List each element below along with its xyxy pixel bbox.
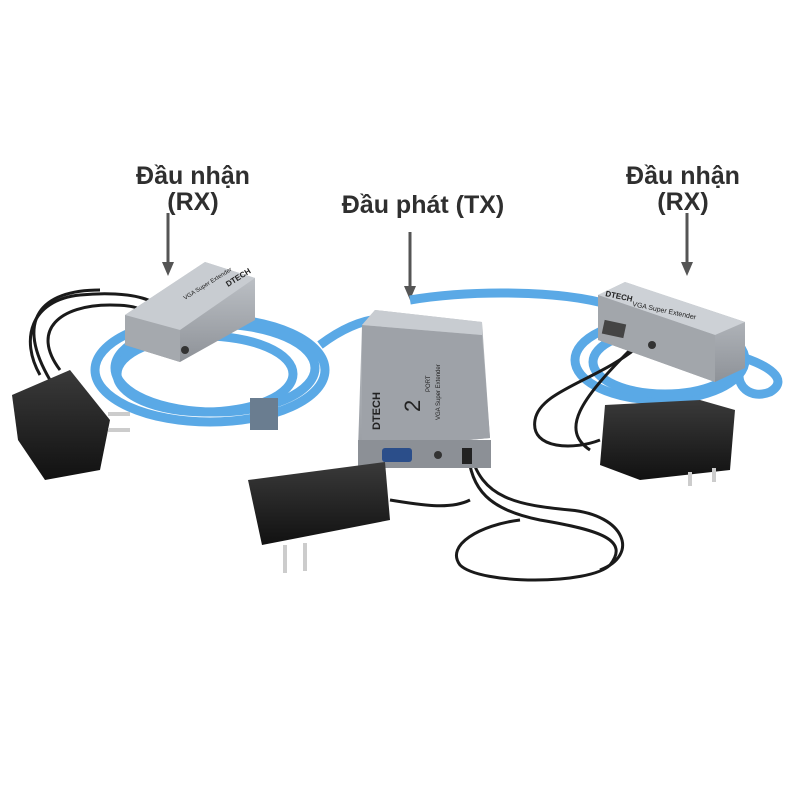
- label-receiver-right: Đầu nhận (RX): [608, 163, 758, 215]
- power-cable-right: [533, 343, 641, 452]
- label-receiver-left: Đầu nhận (RX): [118, 163, 268, 215]
- power-adapter-right: [600, 400, 735, 486]
- label-transmitter-text: Đầu phát (TX): [341, 191, 505, 219]
- arrow-left: [162, 213, 174, 276]
- arrow-center: [404, 232, 416, 300]
- label-receiver-left-line1: Đầu nhận: [136, 162, 250, 190]
- label-receiver-left-line2: (RX): [167, 188, 219, 216]
- transmitter-unit: DTECH VGA Super Extender 2 PORT: [358, 310, 491, 468]
- receiver-unit-right: VGA Super Extender DTECH: [598, 282, 745, 382]
- power-adapter-center: [248, 462, 390, 573]
- transmitter-port-count: 2: [400, 400, 425, 412]
- transmitter-text: VGA Super Extender: [436, 364, 442, 420]
- arrow-right: [681, 213, 693, 276]
- transmitter-port-word: PORT: [426, 375, 432, 392]
- label-receiver-right-line2: (RX): [657, 188, 709, 216]
- transmitter-brand: DTECH: [371, 392, 383, 430]
- label-receiver-right-line1: Đầu nhận: [626, 162, 740, 190]
- power-adapter-left: [12, 370, 130, 480]
- power-cable-center: [389, 449, 624, 582]
- receiver-unit-left: VGA Super Extender DTECH: [125, 262, 255, 362]
- label-transmitter: Đầu phát (TX): [318, 192, 528, 218]
